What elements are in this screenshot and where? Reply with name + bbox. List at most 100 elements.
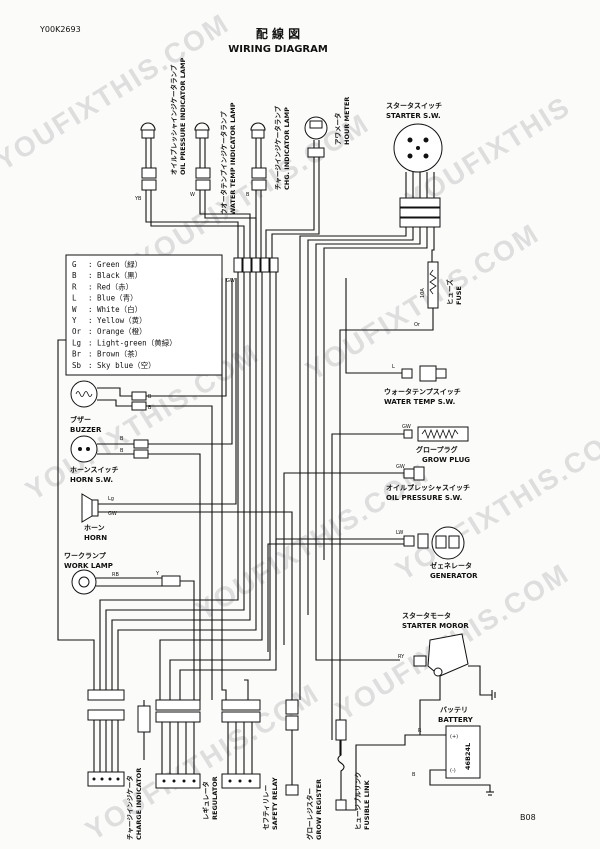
legend-color: : Brown（茶）: [88, 349, 142, 359]
oil-lamp-label-jp: オイルプレッシャインジケータランプ: [169, 64, 178, 175]
legend-code: R: [72, 282, 77, 291]
battery-plus: (+): [450, 734, 458, 740]
horn-sw-label-jp: ホーンスイッチ: [70, 466, 119, 474]
wire-label: W: [190, 192, 195, 198]
water-temp-sw-label-en: WATER TEMP S.W.: [384, 398, 455, 406]
central-connector: [233, 257, 279, 273]
fuse: [427, 261, 439, 309]
wire-label: Or: [414, 322, 421, 328]
doc-code: Y00K2693: [39, 25, 81, 34]
legend-rows: G: Green（緑）B: Black（黒）R: Red（赤）L: Blue（青…: [72, 259, 177, 370]
oil-pressure-lamp: [140, 122, 157, 191]
hour-meter: [304, 116, 328, 160]
legend-code: W: [72, 305, 77, 314]
glow-reg-label-en: GROW REGISTER: [315, 779, 323, 840]
regulator-label-en: REGULATOR: [211, 776, 219, 820]
legend-color: : Red（赤）: [88, 282, 133, 291]
wire-label: B: [148, 394, 152, 400]
legend-code: Y: [72, 316, 77, 325]
battery-model: 46B24L: [464, 743, 472, 770]
wire-label: GW: [226, 278, 235, 284]
wire-label: GW: [402, 424, 411, 430]
wire-label: B: [246, 192, 250, 198]
legend-code: Lg: [72, 338, 81, 347]
legend-code: Sb: [72, 361, 82, 370]
wire-label: Y: [155, 571, 160, 577]
glow-plug: [403, 426, 469, 442]
generator-label-jp: ゼェネレータ: [430, 561, 472, 570]
horn-label-en: HORN: [84, 534, 107, 542]
generator: [403, 526, 465, 560]
fusible-link-label-jp: ヒュージブルリンク: [353, 772, 362, 830]
battery: 46B24L (+) (-): [445, 725, 481, 779]
chg-lamp-label-jp: チャージインジケータランプ: [273, 105, 282, 190]
battery-label-en: BATTERY: [438, 716, 474, 724]
legend-color: : Blue（青）: [88, 293, 138, 303]
work-lamp: [71, 569, 181, 595]
generator-label-en: GENERATOR: [430, 572, 478, 580]
charge-ind-label-en: CHARGE INDICATOR: [135, 768, 143, 840]
fusible-link: [335, 719, 347, 811]
glow-reg-label-jp: グローレジスター: [305, 788, 314, 840]
starter-switch: [393, 123, 443, 228]
legend-color: : Black（黒）: [88, 271, 142, 280]
wire-label: YB: [134, 196, 142, 202]
legend-color: : Sky blue（空）: [88, 360, 156, 370]
work-lamp-label-jp: ワークランプ: [64, 551, 107, 560]
starter-sw-label-en: STARTER S.W.: [386, 112, 441, 120]
hour-meter-label-jp: アワメータ: [333, 113, 342, 146]
starter-motor-label-jp: スタータモータ: [402, 611, 451, 620]
fuse-rating: 10A: [420, 288, 426, 298]
legend-code: Br: [72, 350, 82, 359]
legend-code: B: [72, 271, 77, 280]
buzzer-label-jp: ブザー: [70, 415, 91, 424]
legend-color: : Green（緑）: [88, 259, 142, 269]
horn-sw-label-en: HORN S.W.: [70, 476, 113, 484]
wire-label: GW: [108, 511, 117, 517]
safety-relay-label-en: SAFETY RELAY: [271, 777, 279, 830]
battery-minus: (-): [450, 768, 456, 774]
water-lamp-label-en: WATER TEMP INDICATOR LAMP: [229, 102, 237, 215]
horn-label-jp: ホーン: [84, 524, 105, 532]
wire-label: Lg: [108, 496, 114, 502]
hour-meter-label-en: HOUR METER: [343, 97, 351, 145]
horn: [81, 493, 99, 523]
legend-color: : Light-green（黄緑）: [88, 337, 177, 347]
water-temp-switch: [401, 365, 447, 382]
glow-plug-label-jp: グロープラグ: [416, 445, 458, 454]
fuse-label-jp: ヒューズ: [445, 279, 454, 305]
wire-label: B: [120, 448, 124, 454]
starter-sw-label-jp: スタータスイッチ: [386, 101, 442, 110]
wire-label: B: [412, 772, 416, 778]
battery-label-jp: バッテリ: [440, 706, 468, 714]
regulator-connector: [155, 699, 201, 789]
horn-switch: [70, 435, 149, 463]
wire-label: GW: [396, 464, 405, 470]
page-code: B08: [520, 813, 536, 822]
oil-sw-label-en: OIL PRESSURE S.W.: [386, 494, 462, 502]
wire-label: L: [392, 364, 395, 370]
safety-relay-label-jp: セフティリレー: [262, 785, 270, 830]
color-legend: [65, 254, 223, 376]
charge-indicator-connector: [87, 689, 125, 787]
work-lamp-label-en: WORK LAMP: [64, 562, 113, 570]
legend-code: Or: [72, 327, 82, 336]
wire-label: B: [120, 436, 124, 442]
charge-ind-label-jp: チャージインジケータ: [125, 775, 134, 840]
glow-register: [285, 699, 299, 796]
fuse-label-en: FUSE: [455, 286, 463, 305]
chg-lamp-label-en: CHG. INDICATOR LAMP: [283, 107, 291, 190]
starter-motor: [413, 633, 469, 677]
starter-motor-label-en: STARTER MOROR: [402, 622, 469, 630]
legend-code: L: [72, 294, 77, 303]
wire-label: RY: [398, 654, 405, 660]
buzzer: [70, 380, 147, 411]
wire-label: LW: [396, 530, 403, 536]
oil-pressure-switch: [403, 466, 425, 481]
title-en: WIRING DIAGRAM: [228, 44, 328, 55]
legend-color: : White（白）: [88, 304, 142, 314]
safety-relay-connector: [221, 699, 261, 789]
wire-label: RB: [112, 572, 119, 578]
water-temp-lamp: [194, 122, 211, 191]
